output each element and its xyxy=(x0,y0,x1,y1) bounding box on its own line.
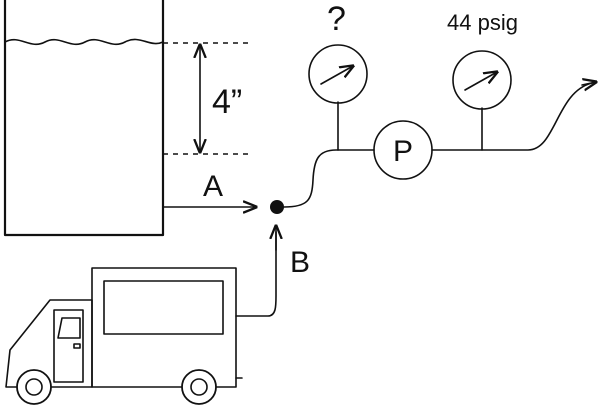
tank xyxy=(3,0,165,237)
right-gauge-label: 44 psig xyxy=(447,10,518,35)
pump-label: P xyxy=(393,135,413,168)
tank-walls xyxy=(3,0,165,237)
truck-box-window xyxy=(103,280,224,335)
front-wheel xyxy=(16,369,52,405)
right-gauge-dial xyxy=(452,50,512,110)
left-gauge-needle xyxy=(320,66,353,85)
liquid-surface xyxy=(4,38,164,46)
truck-box xyxy=(91,267,237,388)
truck-door xyxy=(53,309,84,383)
pipe-outlet xyxy=(431,82,593,151)
rear-wheel xyxy=(181,369,217,405)
flow-a-label: A xyxy=(203,170,223,203)
junction-point xyxy=(270,200,284,214)
flow-b: B xyxy=(235,226,310,317)
flow-a: A xyxy=(162,170,256,207)
left-gauge: ? xyxy=(308,0,368,151)
pipe-inlet xyxy=(283,149,375,208)
height-dimension: 4” xyxy=(163,42,248,155)
left-gauge-dial xyxy=(308,44,368,104)
right-gauge-needle xyxy=(464,72,497,91)
flow-b-line xyxy=(235,231,277,317)
door-handle xyxy=(73,343,81,349)
truck-cab xyxy=(5,299,93,388)
flow-b-label: B xyxy=(290,246,310,279)
front-wheel-hub xyxy=(25,378,43,396)
right-gauge: 44 psig xyxy=(447,10,518,151)
pump: P xyxy=(373,120,433,180)
outlet-arrow xyxy=(581,82,596,85)
truck xyxy=(5,267,243,405)
height-label: 4” xyxy=(212,83,242,121)
truck-cab-window xyxy=(57,317,81,339)
rear-wheel-hub xyxy=(190,378,208,396)
left-gauge-label: ? xyxy=(327,0,346,38)
